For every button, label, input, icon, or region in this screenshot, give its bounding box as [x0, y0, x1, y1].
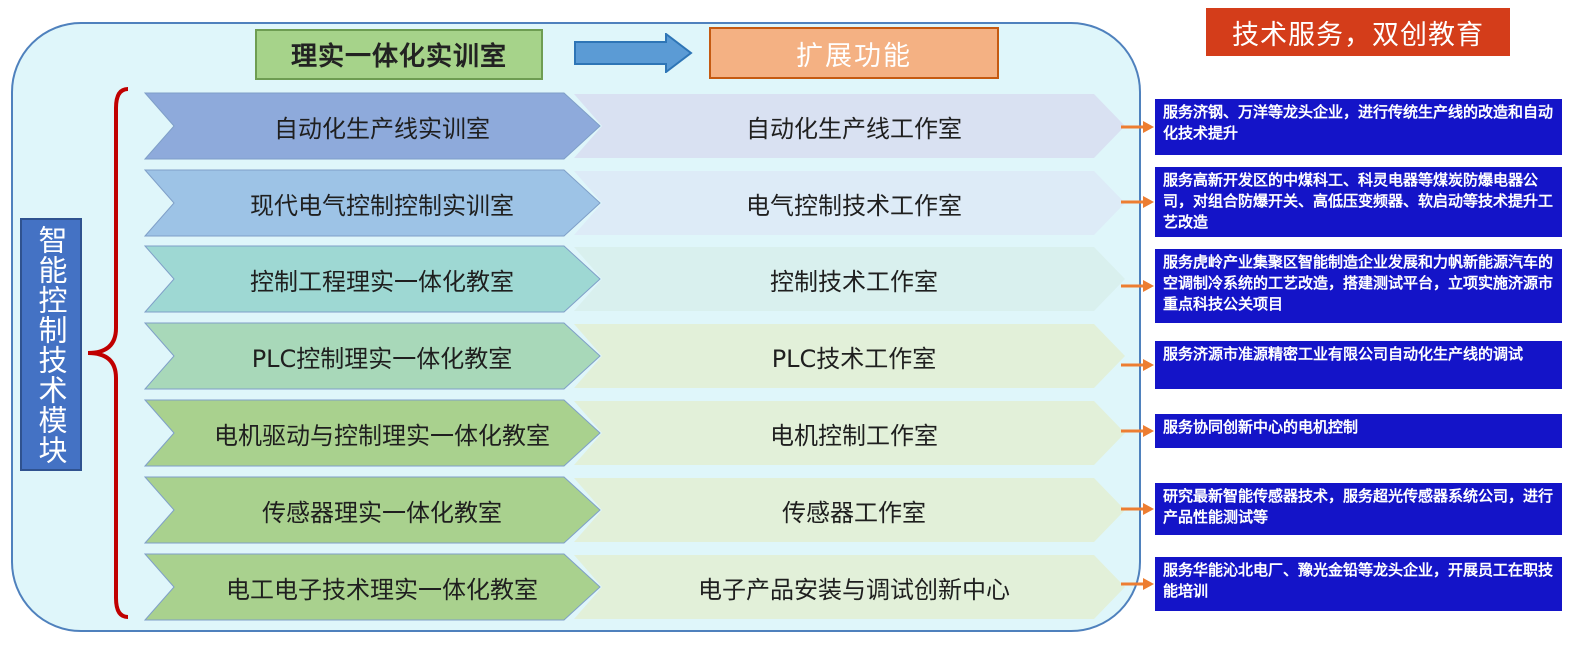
connector-arrow-icon — [1121, 196, 1154, 208]
lab-label: 自动化生产线实训室 — [274, 114, 490, 143]
service-description: 服务高新开发区的中煤科工、科灵电器等煤炭防爆电器公司，对组合防爆开关、高低压变频… — [1155, 167, 1562, 237]
lab-label: 控制工程理实一体化教室 — [250, 267, 514, 296]
module-row: 电工电子技术理实一体化教室 电子产品安装与调试创新中心 — [144, 553, 1127, 621]
connector-arrow-icon — [1121, 280, 1154, 292]
module-label: 智能控制技术模块 — [20, 218, 82, 471]
module-row: 自动化生产线实训室 自动化生产线工作室 — [144, 92, 1127, 160]
studio-chevron — [574, 555, 1125, 619]
lab-chevron — [144, 399, 601, 467]
module-row: PLC控制理实一体化教室 PLC技术工作室 — [144, 322, 1127, 390]
lab-chevron — [144, 245, 601, 313]
lab-chevron — [144, 322, 601, 390]
right-arrow-icon — [574, 33, 693, 73]
module-row: 电机驱动与控制理实一体化教室 电机控制工作室 — [144, 399, 1127, 467]
service-description: 服务济钢、万洋等龙头企业，进行传统生产线的改造和自动化技术提升 — [1155, 99, 1562, 155]
connector-arrow-icon — [1121, 503, 1154, 515]
curly-brace — [87, 87, 129, 619]
row-chevrons — [144, 169, 1125, 237]
studio-label: 电气控制技术工作室 — [746, 191, 962, 220]
lab-chevron — [144, 169, 601, 237]
row-chevrons — [144, 553, 1125, 621]
studio-label: 控制技术工作室 — [770, 267, 938, 296]
studio-chevron — [574, 171, 1125, 235]
row-chevrons — [144, 476, 1125, 544]
row-chevrons — [144, 322, 1125, 390]
lab-label: 传感器理实一体化教室 — [262, 498, 502, 527]
lab-chevron — [144, 553, 601, 621]
studio-label: 电机控制工作室 — [770, 421, 938, 450]
service-description: 研究最新智能传感器技术，服务超光传感器系统公司，进行产品性能测试等 — [1155, 483, 1562, 535]
studio-label: 电子产品安装与调试创新中心 — [698, 575, 1010, 604]
connector-arrow-icon — [1121, 578, 1154, 590]
studio-chevron — [574, 247, 1125, 311]
service-description: 服务华能沁北电厂、豫光金铅等龙头企业，开展员工在职技能培训 — [1155, 557, 1562, 611]
connector-arrow-icon — [1121, 121, 1154, 133]
lab-label: 现代电气控制控制实训室 — [250, 191, 514, 220]
row-chevrons — [144, 245, 1125, 313]
studio-chevron — [574, 401, 1125, 465]
studio-label: 自动化生产线工作室 — [746, 114, 962, 143]
service-description: 服务协同创新中心的电机控制 — [1155, 414, 1562, 448]
studio-chevron — [574, 94, 1125, 158]
service-description: 服务虎岭产业集聚区智能制造企业发展和力帆新能源汽车的空调制冷系统的工艺改造，搭建… — [1155, 249, 1562, 323]
service-header: 技术服务，双创教育 — [1206, 8, 1510, 56]
studio-label: 传感器工作室 — [782, 498, 926, 527]
module-row: 控制工程理实一体化教室 控制技术工作室 — [144, 245, 1127, 313]
lab-chevron — [144, 476, 601, 544]
lab-chevron — [144, 92, 601, 160]
studio-label: PLC技术工作室 — [771, 344, 937, 373]
studio-chevron — [574, 478, 1125, 542]
studio-chevron — [574, 324, 1125, 388]
connector-arrow-icon — [1121, 359, 1154, 371]
row-chevrons — [144, 92, 1125, 160]
lab-label: 电工电子技术理实一体化教室 — [226, 575, 538, 604]
connector-arrow-icon — [1121, 425, 1154, 437]
module-row: 现代电气控制控制实训室 电气控制技术工作室 — [144, 169, 1127, 237]
row-chevrons — [144, 399, 1125, 467]
lab-column-header: 理实一体化实训室 — [255, 29, 543, 80]
expand-function-header: 扩展功能 — [709, 27, 999, 79]
module-row: 传感器理实一体化教室 传感器工作室 — [144, 476, 1127, 544]
lab-label: 电机驱动与控制理实一体化教室 — [214, 421, 550, 450]
service-description: 服务济源市准源精密工业有限公司自动化生产线的调试 — [1155, 341, 1562, 389]
lab-label: PLC控制理实一体化教室 — [251, 344, 513, 373]
